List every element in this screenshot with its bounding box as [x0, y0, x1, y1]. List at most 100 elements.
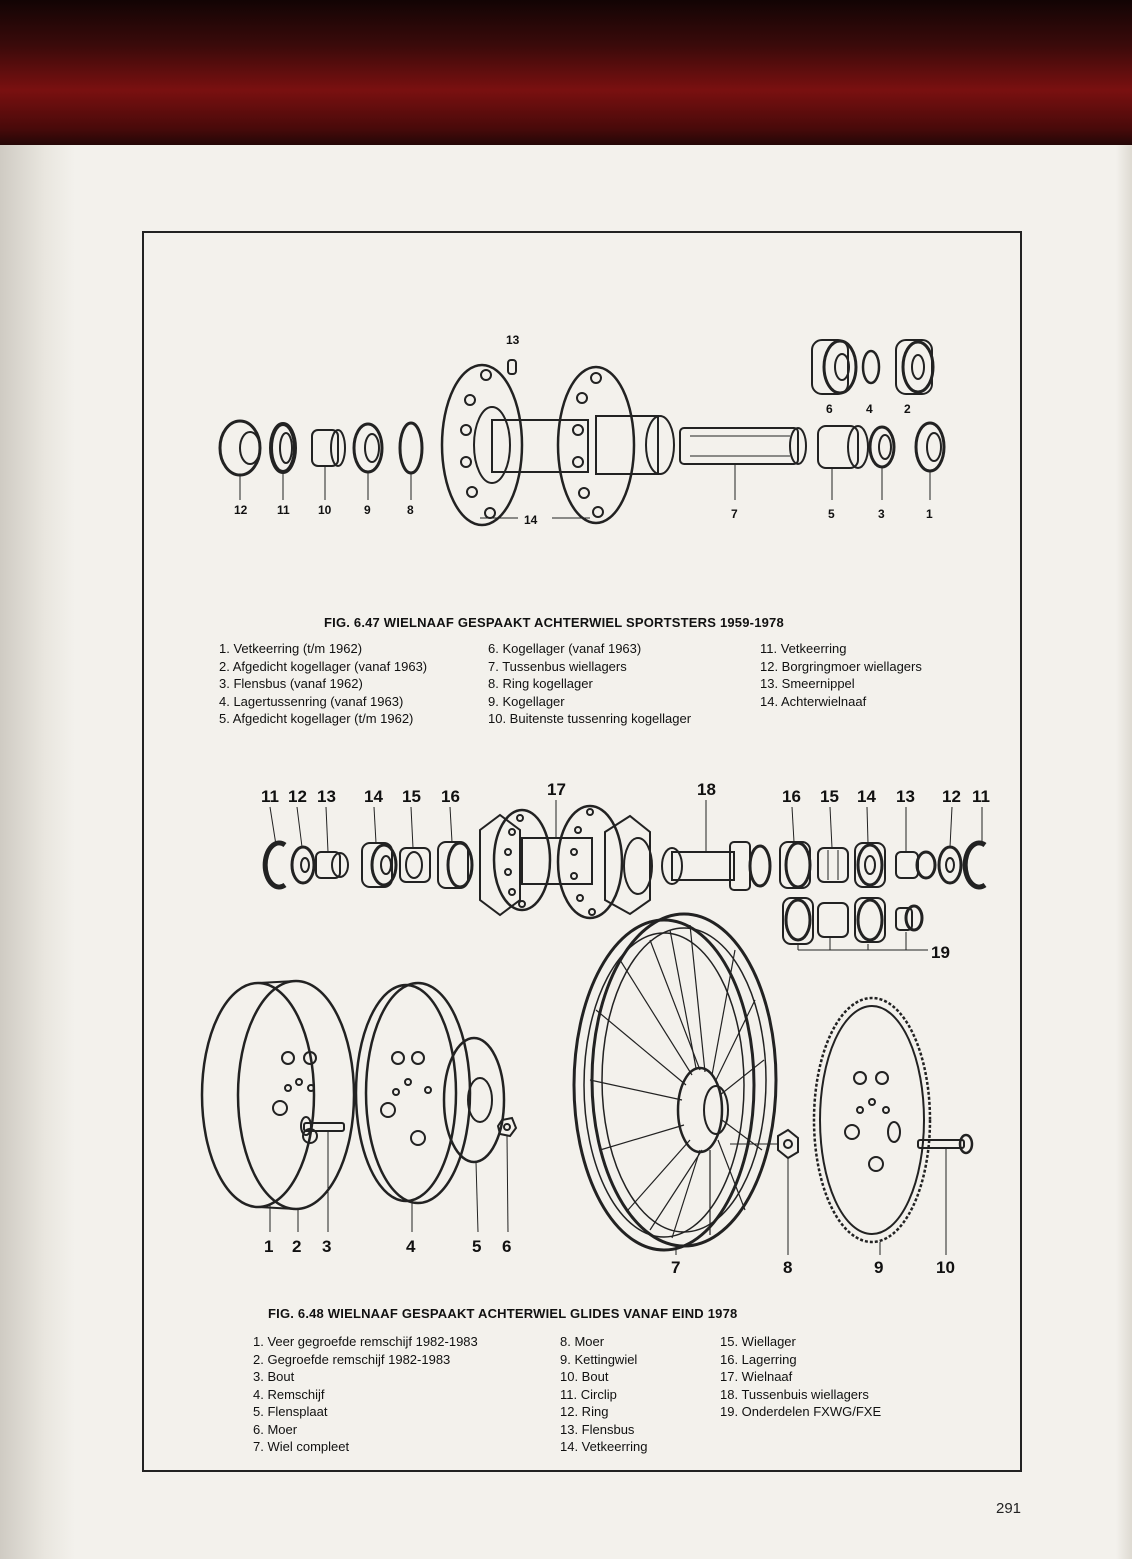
fig48-callout-l13: 13	[317, 787, 336, 806]
fig48-wheel-7	[572, 912, 778, 1252]
legend-item: 2. Afgedicht kogellager (vanaf 1963)	[219, 658, 428, 674]
fig48-left-11	[262, 840, 287, 890]
fig48-hub-17	[479, 804, 653, 920]
fig47-part-5	[817, 425, 869, 469]
fig48-left-12	[290, 845, 316, 885]
legend-item: 11. Vetkeerring	[760, 641, 847, 656]
fig48-callout-r16: 16	[782, 787, 801, 806]
legend-item: 4. Remschijf	[253, 1386, 325, 1402]
fig48-top-leaders	[269, 800, 983, 853]
fig47-callout-3: 3	[878, 507, 885, 521]
fig48-brake-discs-1-2	[200, 979, 356, 1211]
fig48-legend-col1: 1. Veer gegroefde remschijf 1982-1983 2.…	[253, 1333, 478, 1456]
fig47-callout-13: 13	[506, 333, 520, 347]
fig48-callout-6: 6	[502, 1237, 511, 1256]
fig47-part-1	[914, 421, 946, 473]
fig47-callout-4: 4	[866, 402, 873, 416]
fig47-callout-1: 1	[926, 507, 933, 521]
fig47-part-4	[861, 349, 881, 385]
fig47-callout-14: 14	[524, 513, 538, 527]
legend-item: 12. Borgringmoer wiellagers	[760, 658, 922, 674]
fig48-right-15	[817, 847, 849, 883]
fig48-brake-disc-4	[354, 981, 472, 1205]
legend-item: 19. Onderdelen FXWG/FXE	[720, 1404, 882, 1419]
legend-item: 17. Wielnaaf	[720, 1369, 793, 1384]
fig47-callout-10: 10	[318, 503, 332, 517]
fig48-callout-7: 7	[671, 1258, 680, 1277]
fig48-callout-l14: 14	[364, 787, 383, 806]
fig47-hub-14	[440, 359, 675, 527]
fig47-part-7	[679, 427, 807, 465]
fig48-callout-18: 18	[697, 780, 716, 799]
dark-background-top	[0, 0, 1132, 150]
fig48-callout-r13: 13	[896, 787, 915, 806]
fig47-legend-col1: 1. Vetkeerring (t/m 1962) 2. Afgedicht k…	[219, 640, 427, 728]
fig47-callout-2: 2	[904, 402, 911, 416]
fig48-left-15	[399, 847, 431, 883]
legend-item: 14. Vetkeerring	[560, 1439, 648, 1454]
fig47-callout-12: 12	[234, 503, 248, 517]
fig48-callout-9: 9	[874, 1258, 883, 1277]
fig47-legend-col2: 6. Kogellager (vanaf 1963) 7. Tussenbus …	[488, 640, 691, 728]
fig47-callout-11: 11	[277, 503, 290, 517]
fig48-callouts-top: 11 12 13 14 15 16 17 18 16 15 14 13 12 1…	[261, 780, 990, 962]
legend-item: 6. Kogellager (vanaf 1963)	[488, 641, 642, 656]
legend-item: 4. Lagertussenring (vanaf 1963)	[219, 693, 404, 709]
legend-item: 12. Ring	[560, 1404, 609, 1419]
fig48-callout-3: 3	[322, 1237, 331, 1256]
fig47-callout-9: 9	[364, 503, 371, 517]
legend-item: 3. Flensbus (vanaf 1962)	[219, 676, 363, 691]
fig48-callout-17: 17	[547, 780, 566, 799]
fig47-leaders	[239, 465, 931, 519]
page-number: 291	[996, 1500, 1022, 1517]
legend-item: 1. Vetkeerring (t/m 1962)	[219, 641, 363, 656]
fig48-callout-4: 4	[406, 1237, 416, 1256]
legend-item: 10. Buitenste tussenring kogellager	[488, 711, 692, 726]
fig48-callout-l15: 15	[402, 787, 421, 806]
page-right-edge	[1116, 145, 1132, 1559]
legend-item: 5. Afgedicht kogellager (t/m 1962)	[219, 711, 414, 726]
fig48-legend-col2: 8. Moer 9. Kettingwiel 10. Bout 11. Circ…	[560, 1333, 647, 1456]
legend-item: 8. Ring kogellager	[488, 676, 593, 691]
fig48-callout-19: 19	[931, 943, 950, 962]
legend-item: 8. Moer	[560, 1334, 605, 1349]
fig48-right-14	[854, 842, 886, 888]
fig47-callouts: 13 6 4 2 12 11 10 9 8 14 7 5 3 1	[234, 333, 933, 527]
fig47-part-3	[868, 425, 896, 469]
legend-item: 13. Smeernippel	[760, 676, 855, 691]
legend-item: 2. Gegroefde remschijf 1982-1983	[253, 1351, 451, 1367]
legend-item: 16. Lagerring	[720, 1351, 797, 1367]
fig48-callout-r14: 14	[857, 787, 876, 806]
fig47-part-9	[352, 422, 384, 474]
legend-item: 9. Kettingwiel	[560, 1351, 638, 1367]
legend-item: 13. Flensbus	[560, 1421, 635, 1437]
legend-item: 6. Moer	[253, 1421, 298, 1437]
legend-item: 1. Veer gegroefde remschijf 1982-1983	[253, 1334, 478, 1349]
fig47-callout-6: 6	[826, 402, 833, 416]
fig48-sprocket-9	[812, 996, 932, 1244]
fig48-callout-2: 2	[292, 1237, 301, 1256]
fig48-callout-8: 8	[783, 1258, 792, 1277]
figure-frame	[142, 231, 1022, 1472]
fig48-right-12	[937, 845, 963, 885]
fig48-callout-1: 1	[264, 1237, 273, 1256]
legend-item: 11. Circlip	[560, 1386, 617, 1402]
fig48-nut-8	[777, 1128, 799, 1160]
fig48-bottom-leaders	[269, 1130, 947, 1255]
fig48-callout-l16: 16	[441, 787, 460, 806]
fig48-bolt-10	[917, 1133, 974, 1155]
fig48-callout-r12: 12	[942, 787, 961, 806]
fig48-left-16	[437, 841, 474, 889]
fig48-right-11	[962, 840, 987, 890]
fig47-drawing	[218, 339, 946, 527]
fig48-group-19	[782, 897, 928, 951]
fig47-part-10	[311, 429, 346, 467]
fig48-callout-l12: 12	[288, 787, 307, 806]
fig48-callout-10: 10	[936, 1258, 955, 1277]
fig47-legend-col3: 11. Vetkeerring 12. Borgringmoer wiellag…	[760, 640, 922, 710]
fig48-right-13	[895, 850, 937, 880]
legend-item: 10. Bout	[560, 1369, 609, 1384]
fig47-callout-7: 7	[731, 507, 738, 521]
fig47-callout-8: 8	[407, 503, 414, 517]
